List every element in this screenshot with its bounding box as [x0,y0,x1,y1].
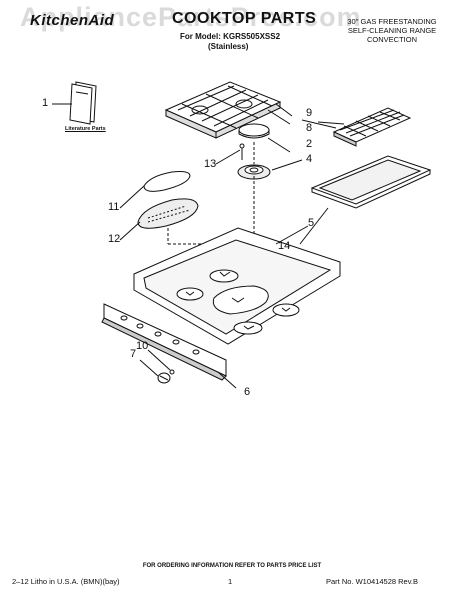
page-title: COOKTOP PARTS [172,10,317,27]
burner-base [237,143,271,180]
callout-14: 14 [278,240,291,252]
description-line-2: SELF-CLEANING RANGE [347,26,437,35]
literature-booklet [69,81,97,125]
burner-cap [238,123,270,139]
callout-10: 10 [136,340,149,352]
callout-9: 9 [306,107,313,119]
watermark: AppliancePartsPros.com [20,2,362,32]
litho-info: 2–12 Litho in U.S.A. (BMN)(bay) [12,577,120,586]
callout-3: 13 [204,158,217,170]
callout-2: 2 [306,138,313,150]
callout-11: 11 [108,201,120,213]
description-line-1: 30" GAS FREESTANDING [347,17,437,26]
burner-grate [164,81,282,139]
oval-burner-base [137,198,199,229]
product-description: 30" GAS FREESTANDING SELF-CLEANING RANGE… [340,17,444,44]
oval-burner-cap [143,171,191,192]
callout-12: 12 [108,233,121,245]
callout-6: 6 [244,386,251,398]
callout-8: 8 [306,122,313,134]
leader-lines [52,103,345,389]
cooktop-main-top [133,227,341,345]
callout-5: 5 [308,217,315,229]
literature-parts-label: Literature Parts [65,126,106,132]
callout-4: 4 [306,153,313,165]
part-number: Part No. W10414528 Rev.B [326,577,418,586]
griddle [310,155,432,209]
callout-7: 7 [130,348,137,360]
callout-1: 1 [42,97,49,109]
description-line-3: CONVECTION [366,35,417,44]
ordering-note: FOR ORDERING INFORMATION REFER TO PARTS … [142,563,322,569]
control-panel-strip [101,303,227,381]
control-knob [157,369,175,384]
page-number: 1 [228,577,233,586]
brand-name: KitchenAid [30,12,115,29]
finish-label: (Stainless) [208,42,249,51]
model-number: For Model: KGRS505XSS2 [180,32,281,41]
griddle-grate [332,107,412,147]
